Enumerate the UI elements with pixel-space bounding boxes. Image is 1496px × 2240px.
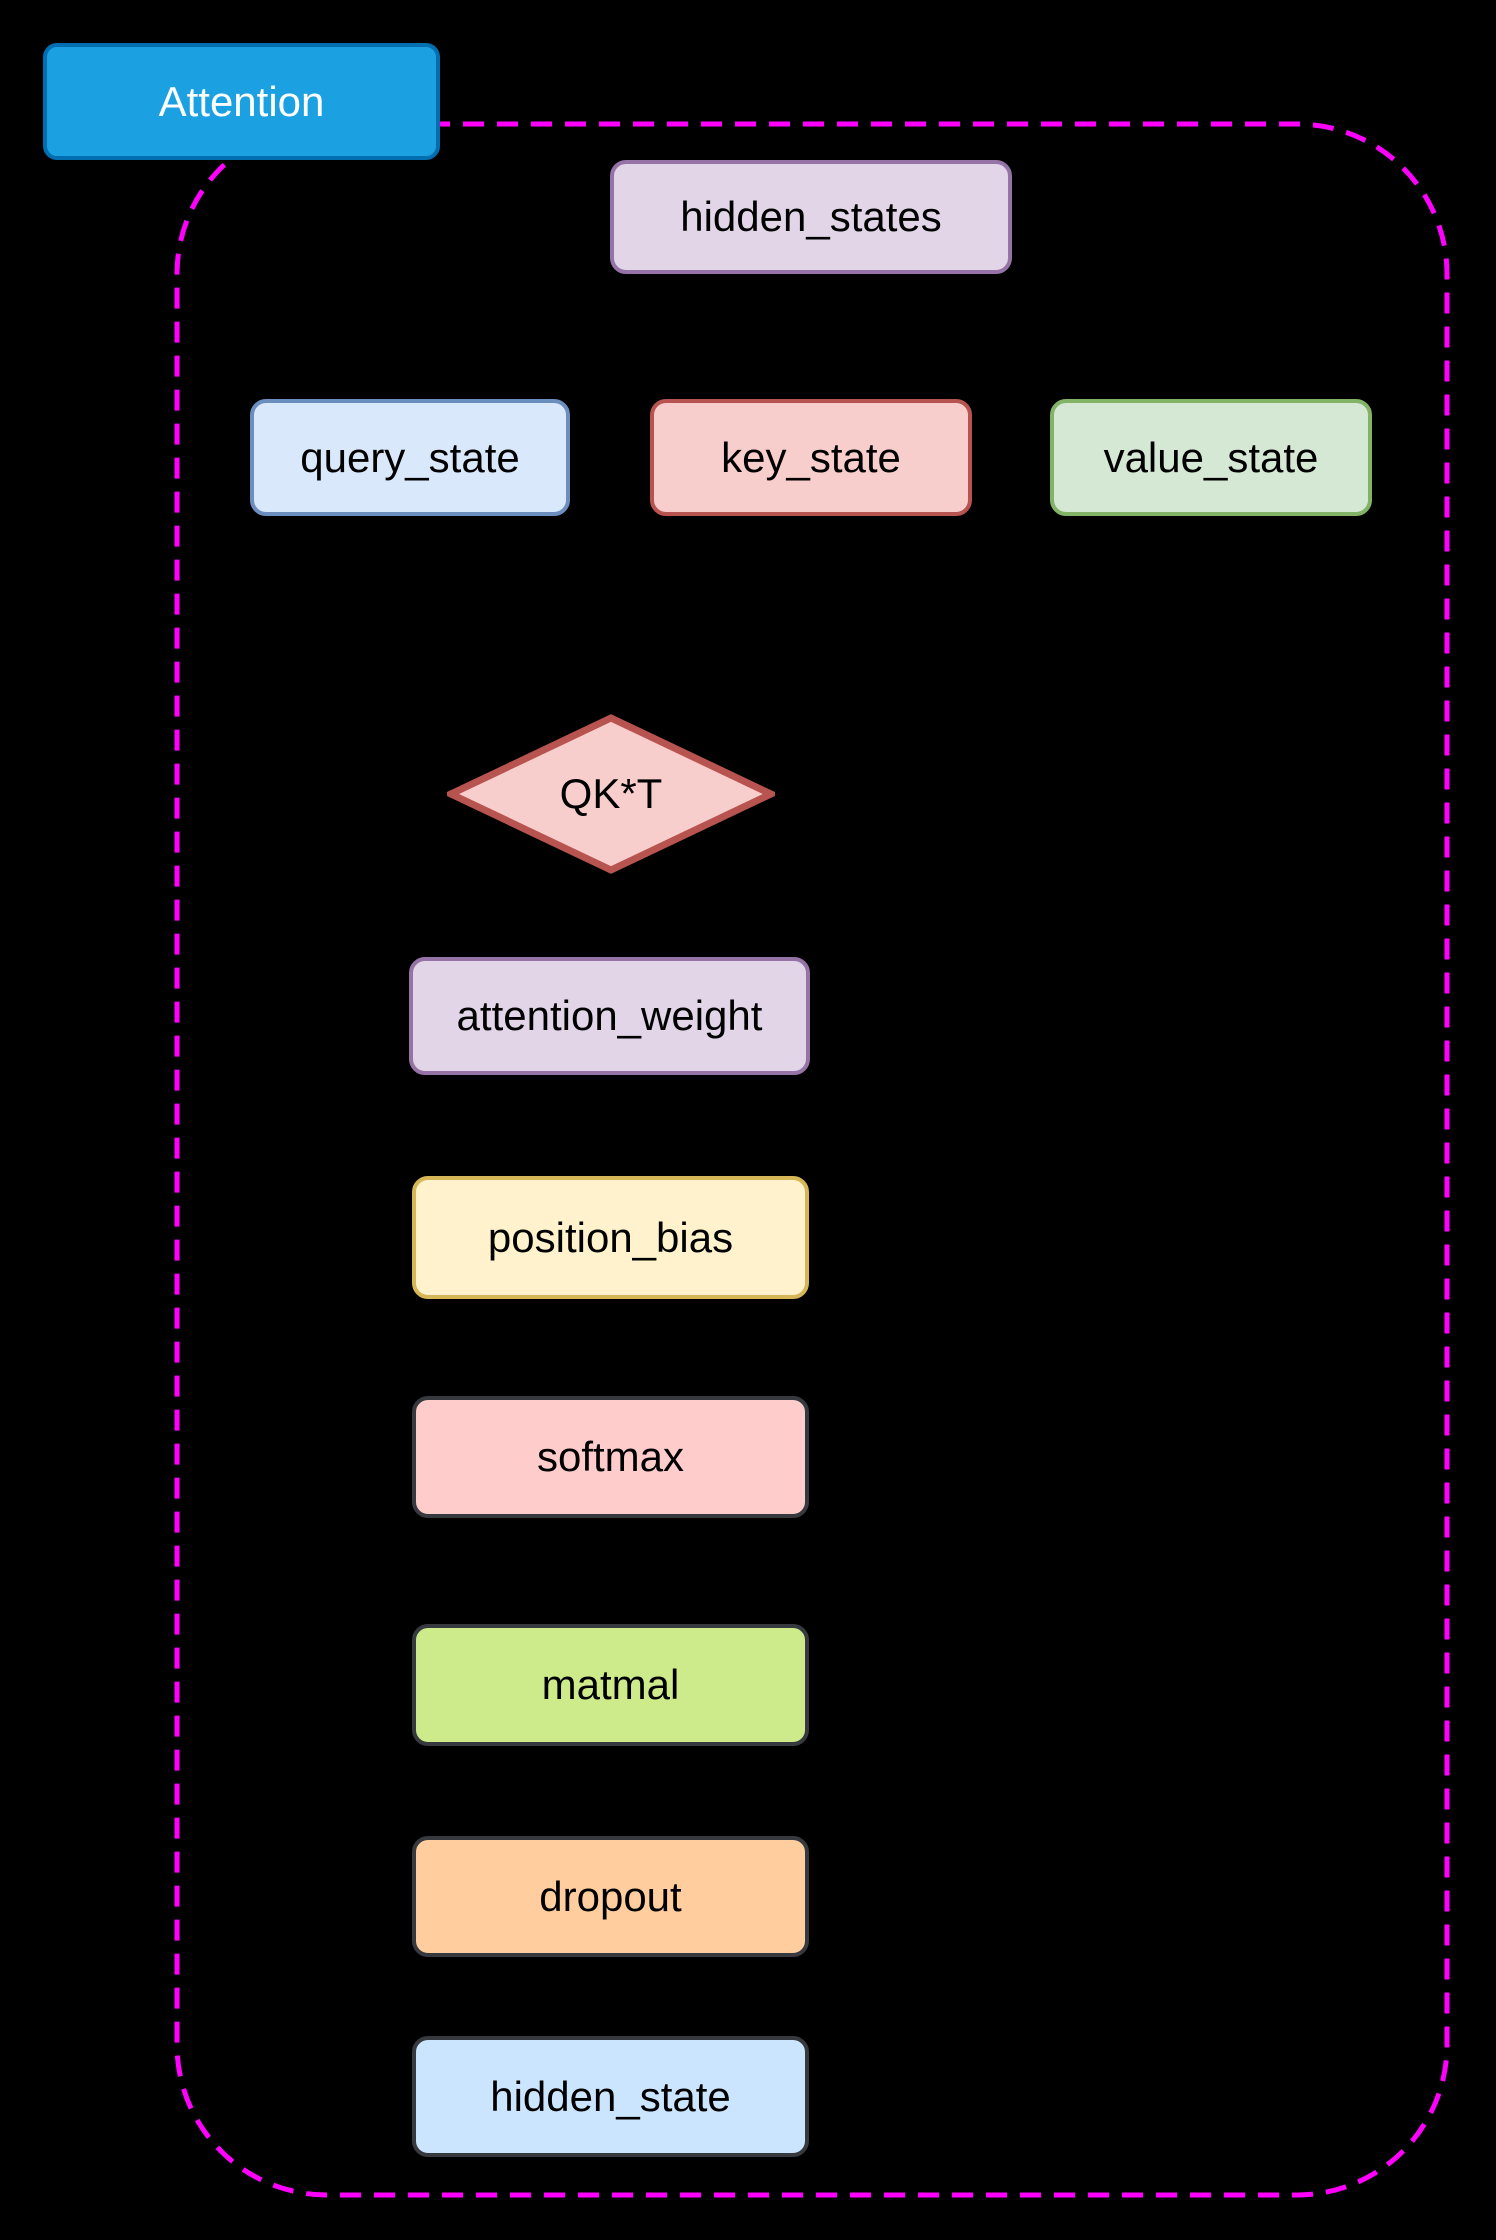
node-qkt-diamond: QK*T: [447, 714, 775, 874]
node-position-bias: position_bias: [412, 1176, 809, 1299]
group-dashed-border: [174, 121, 1450, 2198]
node-label: QK*T: [559, 770, 663, 817]
node-label: hidden_states: [680, 193, 942, 240]
node-label: softmax: [536, 1433, 685, 1480]
node-label: query_state: [300, 433, 520, 481]
node-label: key_state: [721, 433, 901, 481]
node-label: hidden_state: [490, 2072, 731, 2120]
node-label: matmal: [541, 1661, 680, 1708]
node-label: dropout: [539, 1872, 682, 1920]
node-value-state: value_state: [1050, 399, 1372, 516]
group-title-label: Attention: [158, 77, 325, 125]
node-key-state: key_state: [650, 399, 972, 516]
node-query-state: query_state: [250, 399, 570, 516]
node-hidden-state: hidden_state: [412, 2036, 809, 2157]
diamond-shape-icon: [447, 714, 775, 874]
node-attention-weight: attention_weight: [409, 957, 810, 1075]
node-softmax: softmax: [412, 1396, 809, 1518]
node-label: value_state: [1103, 433, 1319, 481]
group-title-attention: Attention: [43, 43, 440, 160]
node-label: position_bias: [487, 1213, 734, 1261]
node-label: attention_weight: [456, 992, 763, 1039]
node-hidden-states: hidden_states: [610, 160, 1012, 274]
node-dropout: dropout: [412, 1836, 809, 1957]
node-matmal: matmal: [412, 1624, 809, 1746]
